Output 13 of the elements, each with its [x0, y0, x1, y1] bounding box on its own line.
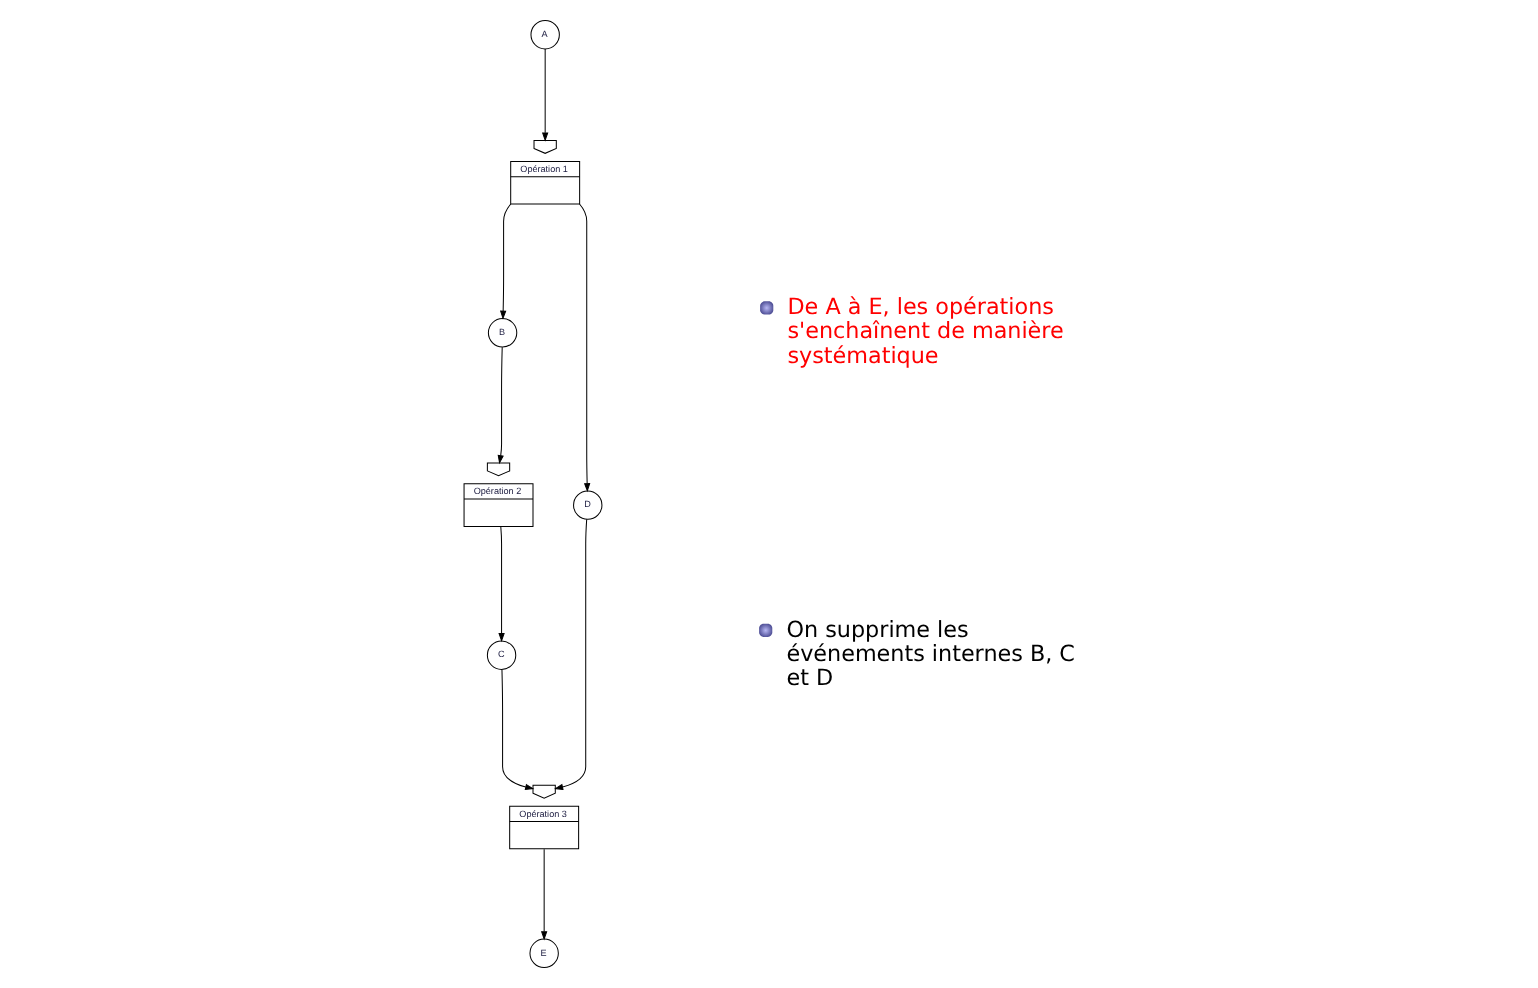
arrow [496, 346, 503, 465]
arrow [498, 203, 511, 320]
node-pentagon [532, 140, 556, 154]
arrow [539, 848, 547, 941]
arrow [497, 526, 504, 643]
label: De A à E, les opérations s'enchaînent de manière systématique [786, 294, 1063, 369]
node-pentagon [485, 462, 510, 477]
arrow [500, 669, 534, 791]
arrow [578, 203, 590, 493]
label: On supprime les événements internes B, C et D [785, 616, 1074, 692]
arrow [553, 518, 587, 791]
node-pentagon [531, 784, 555, 799]
arrow [540, 48, 548, 142]
